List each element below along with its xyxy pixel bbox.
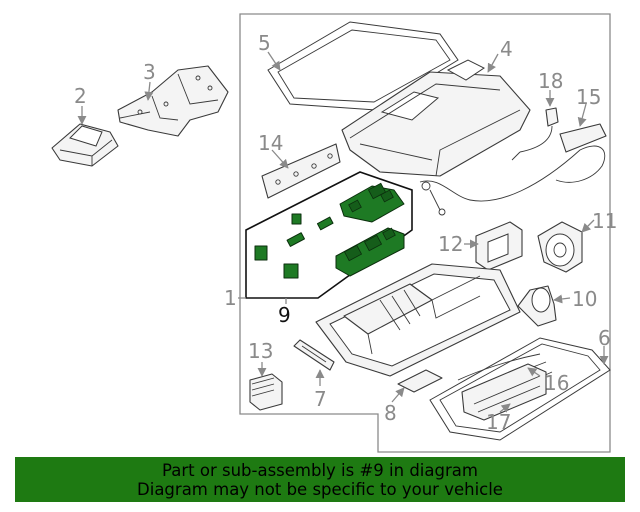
part-info-banner: Part or sub-assembly is #9 in diagram Di… — [15, 457, 625, 502]
part-11-fan[interactable] — [537, 221, 583, 273]
assembly-boundary — [239, 13, 611, 453]
part-9-components[interactable] — [254, 182, 405, 279]
callout-14: 14 — [258, 131, 283, 155]
part-13-connector-block[interactable] — [249, 373, 283, 411]
banner-line-disclaimer: Diagram may not be specific to your vehi… — [137, 480, 503, 499]
callout-18: 18 — [538, 69, 563, 93]
callout-2: 2 — [74, 84, 87, 108]
callout-7: 7 — [314, 387, 327, 411]
callout-8: 8 — [384, 401, 397, 425]
callout-15: 15 — [576, 85, 601, 109]
callout-12: 12 — [438, 232, 463, 256]
callout-11: 11 — [592, 209, 617, 233]
callout-1: 1 — [224, 286, 237, 310]
part-4-upper-cover[interactable] — [341, 59, 531, 177]
part-3-support-bracket[interactable] — [117, 65, 229, 137]
callout-16: 16 — [544, 371, 569, 395]
part-15-wire-harness[interactable] — [419, 123, 607, 216]
part-1-battery-tray[interactable] — [315, 263, 521, 377]
part-18-sensor[interactable] — [519, 107, 559, 153]
part-7-bracket[interactable] — [293, 339, 335, 371]
callout-4: 4 — [500, 37, 513, 61]
callout-9: 9 — [278, 303, 291, 327]
parts-diagram: 1 2 3 4 5 6 7 8 9 10 11 12 13 14 15 16 1… — [51, 13, 617, 453]
part-14-plate[interactable] — [261, 143, 341, 199]
callout-17: 17 — [486, 410, 511, 434]
callout-3: 3 — [143, 60, 156, 84]
callout-6: 6 — [598, 326, 611, 350]
part-2-bracket[interactable] — [51, 123, 119, 167]
part-10-duct[interactable] — [517, 285, 557, 327]
callout-5: 5 — [258, 31, 271, 55]
part-12-bracket-frame[interactable] — [475, 221, 523, 271]
part-17-busbar[interactable] — [461, 363, 547, 421]
part-8-plate[interactable] — [397, 369, 443, 393]
banner-line-part: Part or sub-assembly is #9 in diagram — [162, 461, 478, 480]
callout-leaders — [77, 51, 609, 413]
callout-13: 13 — [248, 339, 273, 363]
callout-10: 10 — [572, 287, 597, 311]
